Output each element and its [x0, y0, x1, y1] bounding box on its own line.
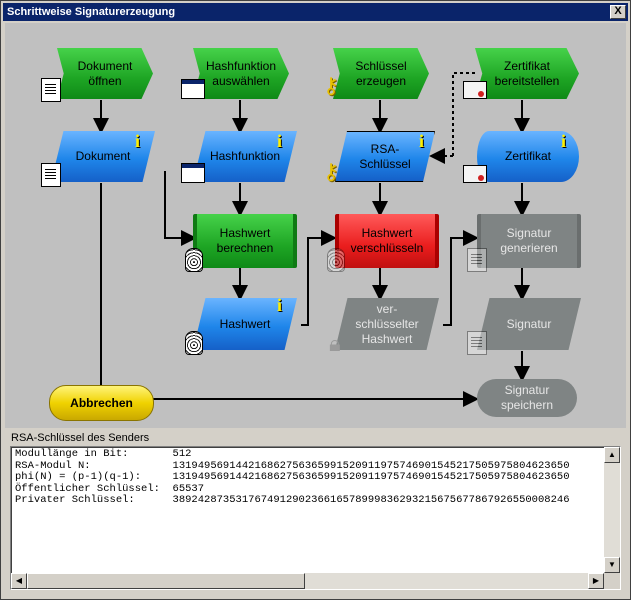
vertical-scrollbar[interactable]: ▲ ▼ [604, 447, 620, 573]
node-hashwert[interactable]: Hashwert [193, 298, 297, 350]
scroll-right-button[interactable]: ▶ [588, 573, 604, 589]
lock-icon: 🔒︎ [329, 331, 341, 356]
node-label: Signatur speichern [500, 383, 554, 412]
key-icon: ⚷ [323, 73, 340, 98]
node-hashfunktion-auswaehlen[interactable]: Hashfunktion auswählen [193, 48, 289, 99]
window-icon [181, 163, 205, 183]
cancel-button[interactable]: Abbrechen [49, 385, 154, 421]
panel-label: RSA-Schlüssel des Senders [11, 432, 150, 444]
document-icon [41, 163, 61, 187]
certificate-icon [463, 81, 487, 99]
window-title: Schrittweise Signaturerzeugung [7, 6, 176, 18]
info-marker-hashwert[interactable]: i [277, 295, 283, 315]
scroll-up-button[interactable]: ▲ [604, 447, 620, 463]
node-zertifikat[interactable]: Zertifikat [477, 131, 579, 182]
flowchart-canvas: Dokument öffnen Hashfunktion auswählen S… [5, 23, 626, 428]
node-label: ver- schlüsselter Hashwert [355, 301, 419, 346]
info-marker-hashfunktion[interactable]: i [277, 131, 283, 151]
key-info-textarea[interactable]: Modullänge in Bit: 512 RSA-Modul N: 1319… [10, 446, 621, 590]
node-label: Signatur generieren [500, 226, 558, 255]
info-marker-rsa-schluessel[interactable]: i [419, 131, 425, 151]
node-dokument[interactable]: Dokument [51, 131, 155, 182]
document-icon [467, 248, 487, 272]
fingerprint-icon [327, 248, 345, 272]
scroll-thumb[interactable] [27, 573, 305, 589]
document-icon [467, 331, 487, 355]
node-label: Dokument [75, 149, 131, 163]
key-icon: ⚷ [323, 159, 340, 184]
node-label: Signatur [506, 316, 552, 331]
node-label: Hashfunktion auswählen [205, 58, 277, 88]
node-label: Hashwert berechnen [216, 226, 274, 255]
node-schluessel-erzeugen[interactable]: Schlüssel erzeugen [333, 48, 429, 99]
certificate-icon [463, 165, 487, 183]
info-marker-dokument[interactable]: i [135, 131, 141, 151]
node-label: RSA- Schlüssel [359, 141, 411, 171]
info-marker-zertifikat[interactable]: i [561, 131, 567, 151]
fingerprint-icon [185, 248, 203, 272]
close-button[interactable]: X [610, 5, 626, 19]
node-label: Hashwert [219, 316, 271, 331]
node-signatur: Signatur [477, 298, 581, 350]
node-label: Dokument öffnen [77, 58, 133, 88]
node-label: Zertifikat [504, 149, 551, 163]
node-hashwert-verschluesseln[interactable]: Hashwert verschlüsseln [335, 214, 439, 268]
scrollbar-corner [604, 573, 620, 589]
window-icon [181, 79, 205, 99]
document-icon [41, 78, 61, 102]
node-label: Hashwert verschlüsseln [350, 226, 424, 255]
node-signatur-generieren: Signatur generieren [477, 214, 581, 268]
horizontal-scrollbar[interactable]: ◀ ▶ [11, 573, 604, 589]
fingerprint-icon [185, 331, 203, 355]
node-signatur-speichern: Signatur speichern [477, 379, 577, 417]
node-zertifikat-bereitstellen[interactable]: Zertifikat bereitstellen [475, 48, 579, 99]
scroll-left-button[interactable]: ◀ [11, 573, 27, 589]
key-info-text: Modullänge in Bit: 512 RSA-Modul N: 1319… [15, 448, 570, 507]
node-label: Hashfunktion [209, 149, 281, 163]
node-verschluesselter-hashwert: ver- schlüsselter Hashwert [335, 298, 439, 350]
node-hashfunktion[interactable]: Hashfunktion [193, 131, 297, 182]
node-label: Zertifikat bereitstellen [494, 58, 560, 88]
scroll-down-button[interactable]: ▼ [604, 557, 620, 573]
title-bar: Schrittweise Signaturerzeugung X [3, 3, 628, 21]
node-label: Schlüssel erzeugen [355, 58, 407, 88]
node-dokument-oeffnen[interactable]: Dokument öffnen [57, 48, 153, 99]
node-hashwert-berechnen[interactable]: Hashwert berechnen [193, 214, 297, 268]
dotted-connector [452, 72, 475, 156]
